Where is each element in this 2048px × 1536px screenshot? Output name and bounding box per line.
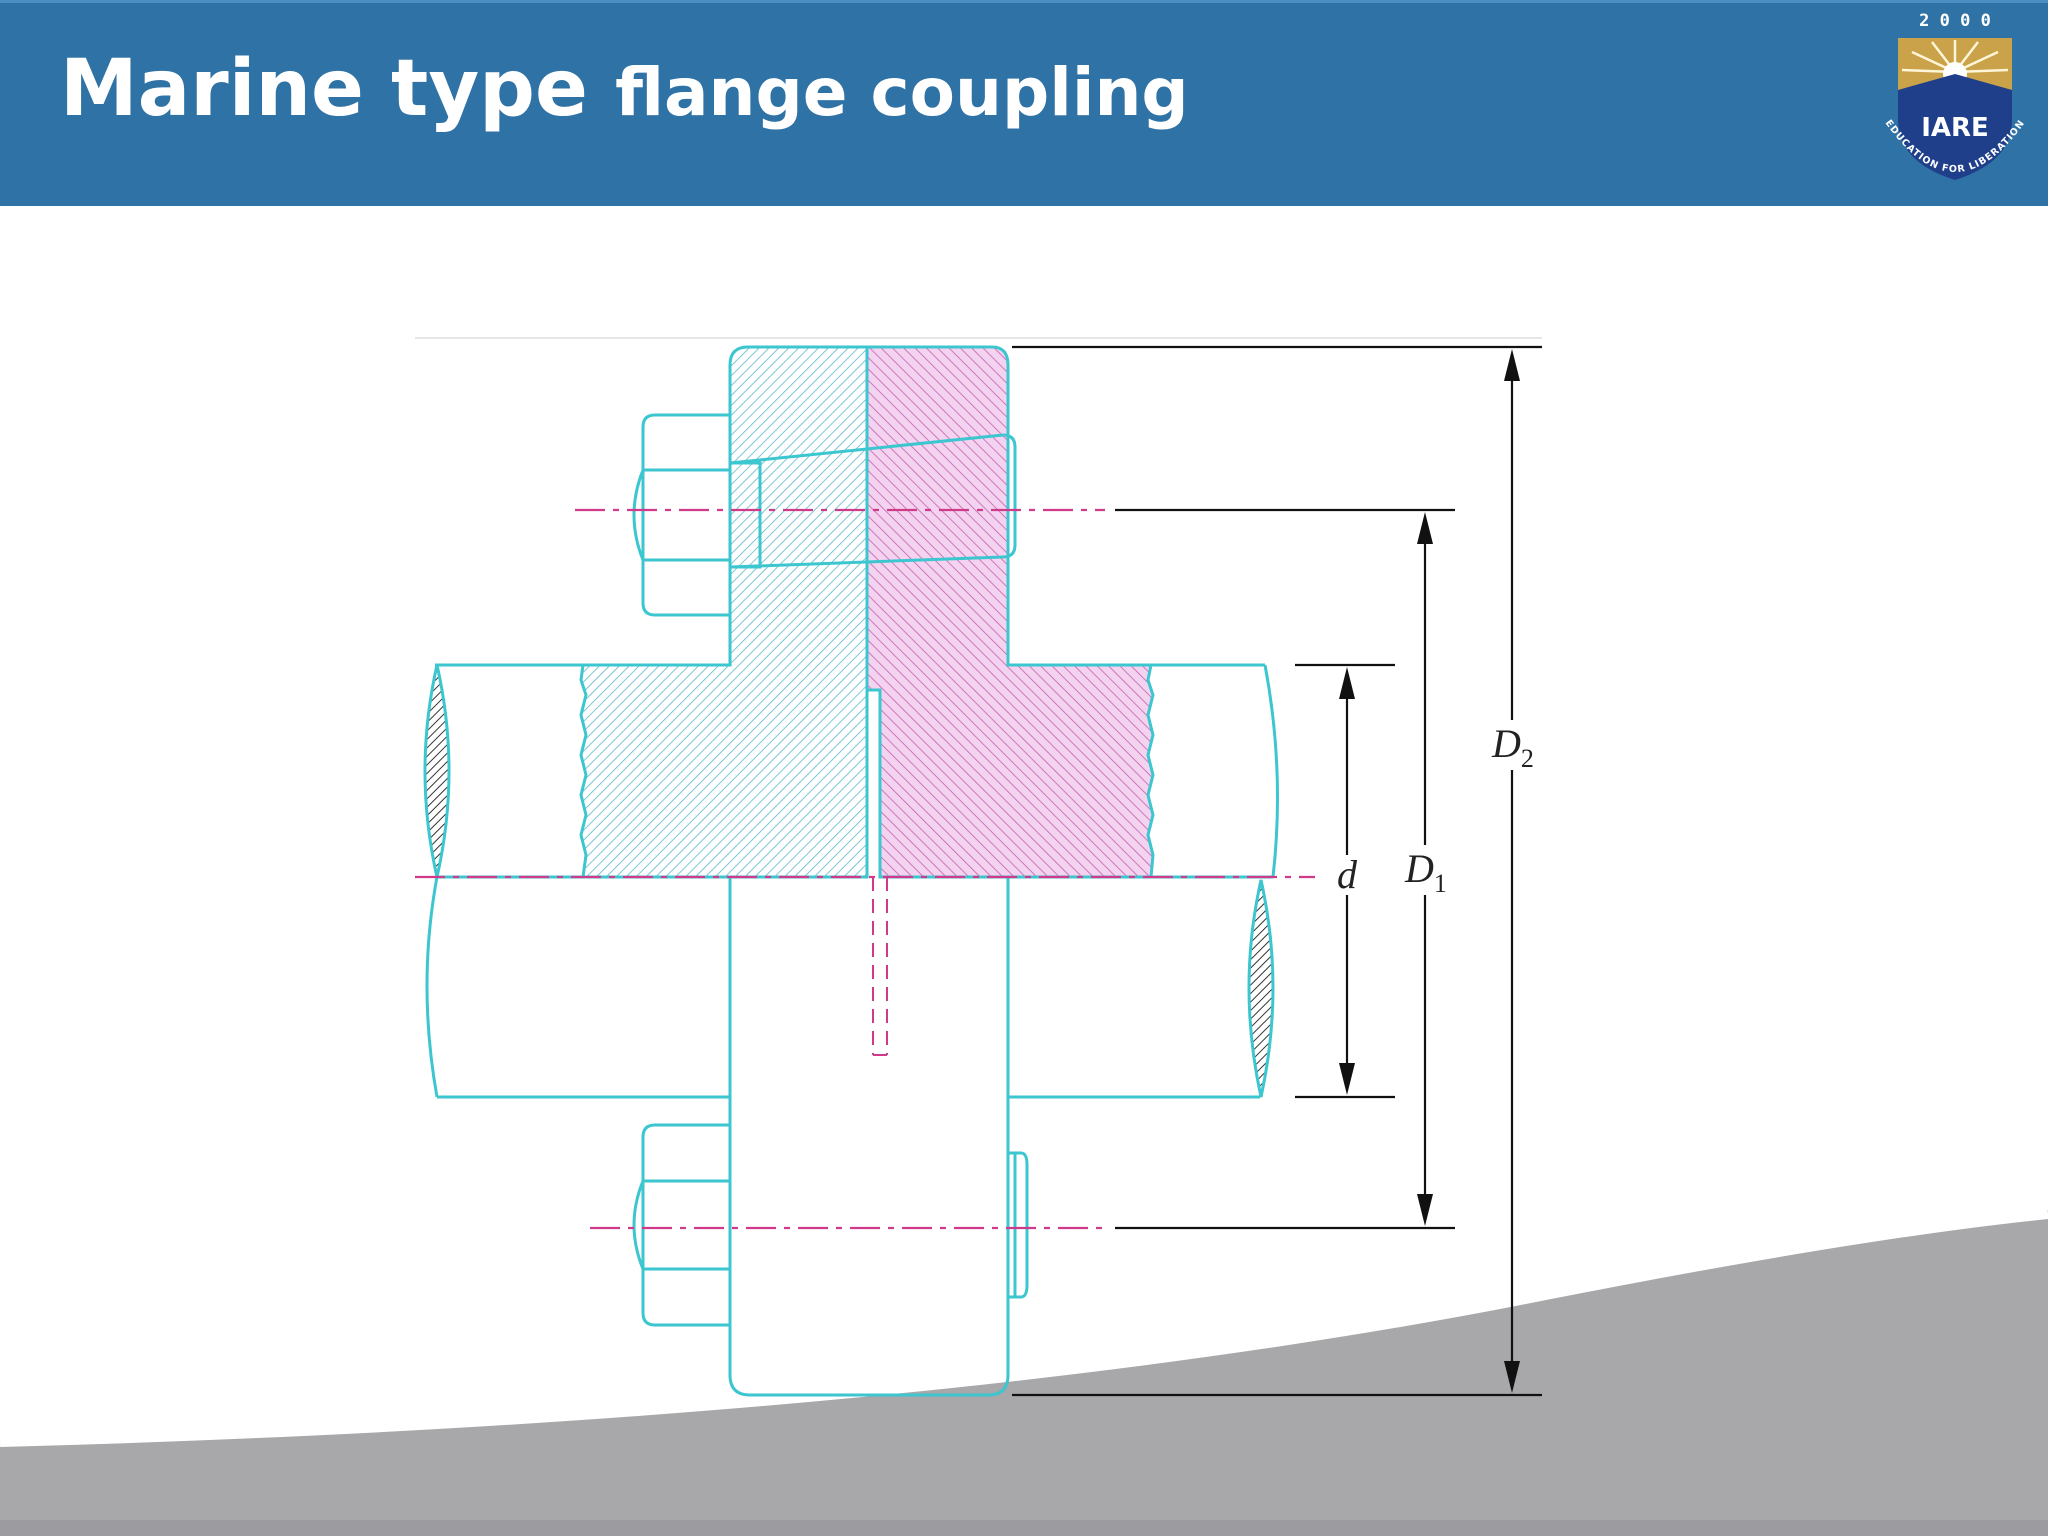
swoosh-white-edge bbox=[0, 1209, 2048, 1447]
title-part-1: Marine type bbox=[60, 44, 616, 134]
label-D2-main: D bbox=[1491, 721, 1521, 766]
slide-title: Marine type flange coupling bbox=[60, 50, 1189, 128]
label-D2: D2 bbox=[1491, 721, 1534, 773]
label-D1-main: D bbox=[1404, 846, 1434, 891]
logo-name: IARE bbox=[1921, 113, 1989, 143]
header-top-line bbox=[0, 0, 2048, 3]
hidden-shaft-end bbox=[872, 877, 888, 1056]
upper-bolt bbox=[632, 413, 1017, 617]
shield-icon bbox=[1898, 74, 2012, 180]
left-shaft-broken-end-section bbox=[423, 664, 451, 878]
lower-bolt bbox=[632, 1123, 1029, 1327]
title-part-2: flange coupling bbox=[615, 54, 1189, 131]
logo-year: 2 0 0 0 bbox=[1919, 11, 1991, 31]
lower-flange-view bbox=[728, 877, 1010, 1397]
swoosh-base bbox=[0, 1520, 2048, 1536]
label-D1: D1 bbox=[1404, 846, 1447, 898]
spigot-recess bbox=[867, 688, 882, 877]
left-shaft bbox=[435, 663, 585, 879]
label-D1-sub: 1 bbox=[1434, 869, 1447, 898]
right-shaft-lower bbox=[1008, 875, 1273, 1099]
left-shaft-lower bbox=[425, 875, 730, 1099]
bottom-swoosh-decoration bbox=[0, 1209, 2048, 1536]
right-shaft bbox=[1151, 663, 1279, 878]
slide-header: Marine type flange coupling 2 0 0 0 IARE… bbox=[0, 0, 2048, 206]
right-shaft-broken-end-section bbox=[1247, 879, 1275, 1098]
centerlines bbox=[415, 508, 1315, 1230]
label-d: d bbox=[1337, 852, 1358, 897]
dimension-arrowheads bbox=[1339, 349, 1520, 1393]
label-D2-sub: 2 bbox=[1521, 744, 1534, 773]
flange-coupling-diagram: d D1 D2 bbox=[415, 337, 1542, 1397]
label-d-bg bbox=[1333, 855, 1361, 895]
right-flange-section bbox=[865, 345, 1155, 879]
label-D2-bg bbox=[1492, 720, 1538, 770]
sun-rays-icon bbox=[1901, 40, 2009, 74]
left-flange-section bbox=[579, 345, 869, 879]
iare-logo: 2 0 0 0 IARE EDUCATION FOR LIBERATION bbox=[1883, 11, 2026, 180]
label-D1-bg bbox=[1405, 845, 1451, 895]
